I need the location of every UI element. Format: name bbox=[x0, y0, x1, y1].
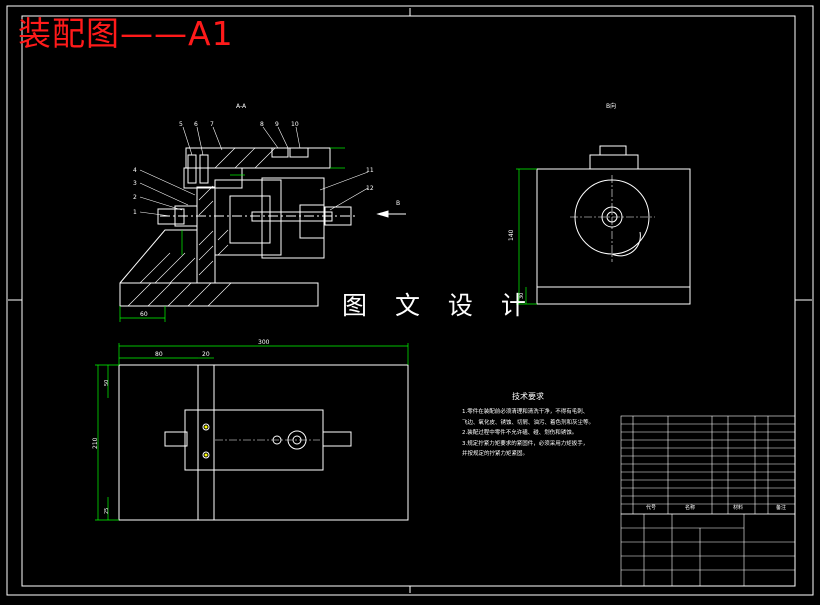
tech-requirements-title: 技术要求 bbox=[512, 392, 544, 401]
tech-item: 并按规定的拧紧力矩紧固。 bbox=[462, 451, 529, 457]
header-name: 名称 bbox=[685, 504, 695, 511]
sheet-frame bbox=[6, 5, 814, 596]
balloon-8: 8 bbox=[260, 121, 264, 128]
balloon-6: 6 bbox=[194, 121, 198, 128]
dim-plan-left-50: 50 bbox=[104, 380, 110, 386]
dim-plan-left-25: 25 bbox=[104, 508, 110, 514]
balloon-9: 9 bbox=[275, 121, 279, 128]
balloon-3: 3 bbox=[133, 180, 137, 187]
dim-plan-80: 80 bbox=[155, 351, 163, 358]
dim-top-right-140: 140 bbox=[508, 229, 515, 241]
tech-item: 飞边、氧化皮、锈蚀、切屑、油污、着色剂和灰尘等。 bbox=[462, 419, 595, 426]
dim-plan-left-210: 210 bbox=[92, 437, 99, 449]
title-block bbox=[620, 513, 796, 587]
header-material: 材料 bbox=[733, 504, 743, 511]
watermark: 图 文 设 计 bbox=[342, 291, 536, 320]
section-dimensions bbox=[119, 147, 345, 322]
plan-view-dimensions bbox=[95, 343, 409, 521]
part-leaders bbox=[139, 126, 369, 217]
balloon-1: 1 bbox=[133, 209, 137, 216]
side-view-label: B向 bbox=[606, 102, 616, 110]
header-remark: 备注 bbox=[776, 504, 786, 511]
section-view-label: A-A bbox=[236, 103, 247, 110]
plan-view bbox=[118, 364, 409, 521]
view-arrow bbox=[376, 210, 406, 218]
balloon-11: 11 bbox=[366, 167, 374, 174]
part-balloon-labels: 1 2 3 4 5 6 7 8 9 10 11 12 bbox=[133, 121, 374, 216]
tech-item: 3.规定拧紧力矩要求的紧固件，必须采用力矩扳手， bbox=[462, 440, 589, 447]
arrow-label-b: B bbox=[396, 200, 400, 207]
sheet-title: 装配图——A1 bbox=[18, 14, 234, 53]
header-code: 代号 bbox=[646, 504, 656, 511]
balloon-4: 4 bbox=[133, 167, 137, 174]
side-view-dimensions bbox=[516, 168, 537, 305]
dim-top-right-30: 30 bbox=[519, 293, 525, 299]
tech-item: 2.装配过程中零件不允许磕、碰、划伤和锈蚀。 bbox=[462, 430, 578, 436]
tech-requirements-list: 1.零件在装配前必须清理和清洗干净，不得有毛刺、 飞边、氧化皮、锈蚀、切屑、油污… bbox=[462, 407, 610, 460]
dim-plan-overall: 300 bbox=[258, 339, 270, 346]
dim-plan-20: 20 bbox=[202, 351, 210, 358]
balloon-2: 2 bbox=[133, 194, 137, 201]
balloon-5: 5 bbox=[179, 121, 183, 128]
title-block-headers: 代号 名称 材料 备注 bbox=[646, 504, 786, 511]
parts-list bbox=[620, 415, 796, 515]
tech-item: 1.零件在装配前必须清理和清洗干净，不得有毛刺、 bbox=[462, 409, 589, 415]
balloon-10: 10 bbox=[291, 121, 299, 128]
side-view-b bbox=[536, 145, 691, 305]
plan-view-accents bbox=[204, 425, 208, 457]
section-view bbox=[119, 147, 355, 307]
balloon-7: 7 bbox=[210, 121, 214, 128]
balloon-12: 12 bbox=[366, 185, 374, 192]
dim-top-left-60: 60 bbox=[140, 311, 148, 318]
